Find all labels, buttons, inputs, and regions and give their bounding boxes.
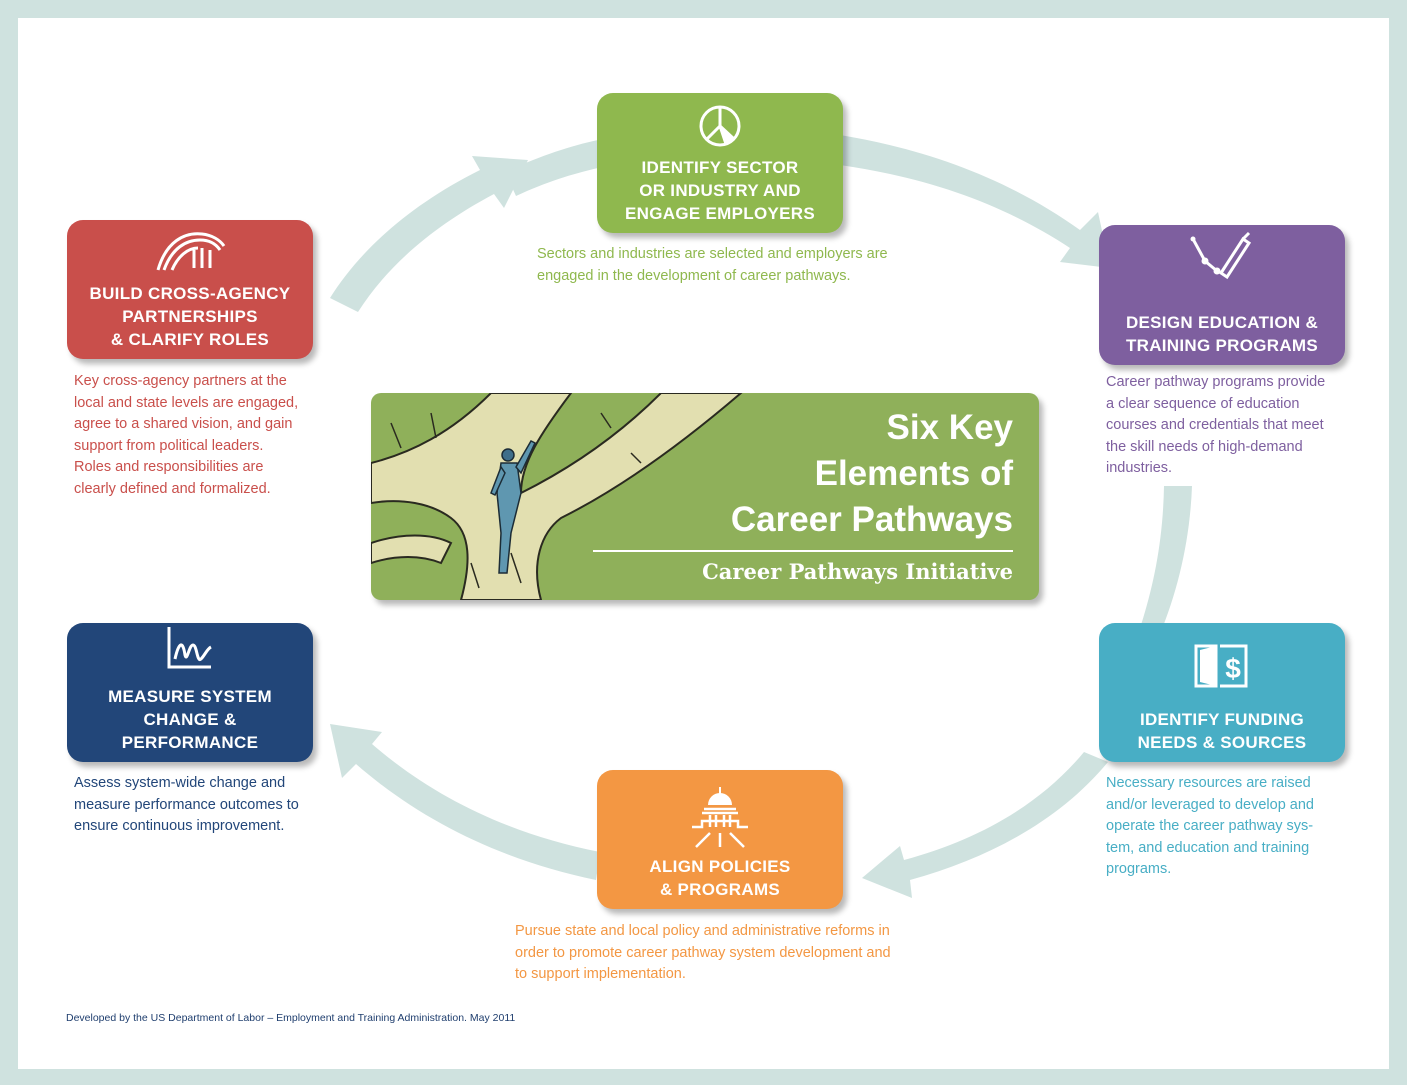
element-description-design: Career pathway programs provide a clear …: [1106, 374, 1326, 476]
figure-illustration: [490, 440, 536, 574]
element-description-sector: Sectors and industries are selected and …: [537, 246, 888, 284]
line-chart-icon: [167, 627, 212, 669]
svg-text:$: $: [1225, 653, 1241, 684]
cycle-arrow-segment: [330, 724, 600, 880]
element-box-design[interactable]: DESIGN EDUCATION & TRAINING PROGRAMS: [1099, 225, 1345, 365]
element-title: DESIGN EDUCATION & TRAINING PROGRAMS: [1125, 313, 1319, 355]
cycle-arrow-segment: [862, 752, 1108, 898]
center-divider: [593, 550, 1013, 552]
element-description-measure: Assess system-wide change and measure pe…: [74, 775, 299, 834]
center-title-panel: Six Key Elements of Career Pathways Care…: [371, 393, 1039, 600]
compass-pen-icon: [1190, 231, 1252, 280]
element-title: IDENTIFY FUNDING NEEDS & SOURCES: [1137, 710, 1307, 752]
element-box-sector[interactable]: IDENTIFY SECTOR OR INDUSTRY AND ENGAGE E…: [597, 93, 843, 233]
bridge-icon: [156, 232, 226, 271]
element-title: BUILD CROSS-AGENCY PARTNERSHIPS & CLARIF…: [89, 284, 291, 349]
element-description-policies: Pursue state and local policy and admini…: [515, 923, 891, 982]
door-dollar-icon: $: [1194, 644, 1248, 688]
element-box-measure[interactable]: MEASURE SYSTEM CHANGE & PERFORMANCE: [67, 623, 313, 762]
cycle-arrow-segment: [840, 135, 1110, 268]
element-description-partnerships: Key cross-agency partners at the local a…: [74, 373, 299, 497]
element-title: MEASURE SYSTEM CHANGE & PERFORMANCE: [108, 687, 272, 752]
cycle-arrow-segment: [505, 140, 598, 196]
cycle-arrow-segment: [330, 156, 528, 312]
footer-credit: Developed by the US Department of Labor …: [66, 1012, 516, 1024]
center-title: Six Key Elements of Career Pathways: [730, 408, 1013, 539]
element-box-policies[interactable]: ALIGN POLICIES & PROGRAMS: [597, 770, 843, 909]
element-box-funding[interactable]: $ IDENTIFY FUNDING NEEDS & SOURCES: [1099, 623, 1345, 762]
center-subtitle: Career Pathways Initiative: [702, 559, 1013, 584]
element-description-funding: Necessary resources are raised and/or le…: [1106, 775, 1314, 877]
element-box-partnerships[interactable]: BUILD CROSS-AGENCY PARTNERSHIPS & CLARIF…: [67, 220, 313, 359]
tree-illustration: [371, 393, 743, 600]
capitol-icon: [692, 787, 748, 848]
pie-chart-icon: [699, 105, 741, 147]
element-title: IDENTIFY SECTOR OR INDUSTRY AND ENGAGE E…: [625, 158, 815, 223]
element-title: ALIGN POLICIES & PROGRAMS: [649, 857, 791, 899]
